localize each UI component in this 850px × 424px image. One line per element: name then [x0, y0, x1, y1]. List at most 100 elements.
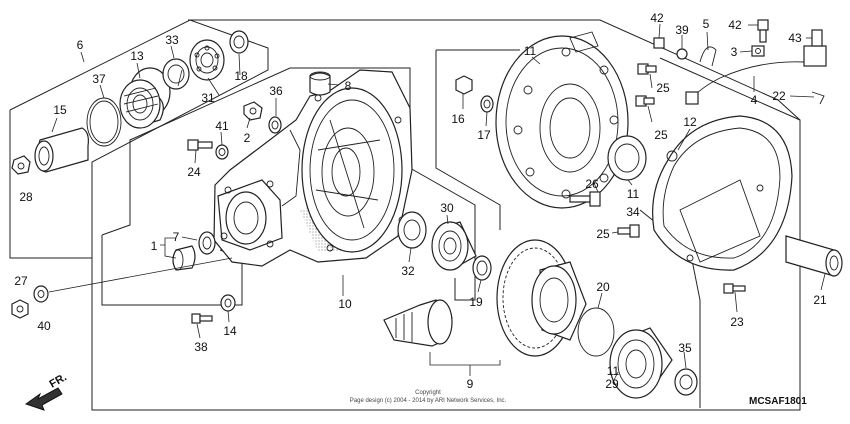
callout-22[interactable]: 22: [772, 89, 786, 103]
callout-37[interactable]: 37: [92, 72, 106, 86]
part-11-cover[interactable]: [495, 31, 629, 209]
callout-33[interactable]: 33: [165, 33, 179, 47]
callout-10[interactable]: 10: [338, 297, 352, 311]
callout-43[interactable]: 43: [788, 31, 802, 45]
callout-11-seal[interactable]: 11: [627, 187, 640, 201]
callout-6[interactable]: 6: [77, 38, 84, 52]
callout-24[interactable]: 24: [187, 165, 201, 179]
callout-5[interactable]: 5: [703, 17, 710, 31]
part-4-sensor-wire[interactable]: [685, 61, 805, 105]
part-1-needle-bearing[interactable]: [172, 245, 196, 271]
part-19-shim[interactable]: [472, 255, 492, 281]
callout-11-cover[interactable]: 11: [524, 44, 537, 58]
part-7-seal[interactable]: [198, 231, 216, 255]
part-28-nut[interactable]: [11, 155, 31, 175]
callout-19[interactable]: 19: [469, 295, 483, 309]
part-42-bolt-a[interactable]: [653, 37, 665, 49]
part-15-sleeve[interactable]: [34, 127, 89, 173]
callout-39[interactable]: 39: [675, 23, 689, 37]
callout-26[interactable]: 26: [585, 177, 599, 191]
part-29-bearing[interactable]: [609, 327, 673, 399]
part-42-bolt-b[interactable]: [757, 19, 769, 43]
part-36-washer[interactable]: [268, 116, 282, 134]
part-2-plug[interactable]: [243, 101, 263, 121]
part-22-clip[interactable]: [811, 91, 825, 105]
part-25-bolt-a[interactable]: [637, 63, 657, 75]
callout-12[interactable]: 12: [683, 115, 697, 129]
callout-42-a[interactable]: 42: [650, 11, 664, 25]
part-18-seal[interactable]: [229, 30, 249, 54]
part-25-bolt-c[interactable]: [617, 224, 640, 238]
part-21-collar[interactable]: [785, 235, 843, 277]
part-31-bearing[interactable]: [189, 39, 225, 81]
front-direction-arrow: FR.: [24, 371, 69, 411]
copyright-line-1: Copyright: [415, 390, 441, 396]
part-16-bolt[interactable]: [455, 75, 473, 95]
callout-21[interactable]: 21: [813, 293, 827, 307]
callout-8[interactable]: 8: [345, 79, 352, 93]
callout-25-a[interactable]: 25: [656, 81, 670, 95]
callout-40[interactable]: 40: [37, 319, 51, 333]
part-8-breather-cap[interactable]: [309, 71, 331, 96]
copyright-line-2: Page design (c) 2004 - 2014 by ARI Netwo…: [350, 398, 507, 404]
callout-34[interactable]: 34: [626, 205, 640, 219]
part-9-pinion-gear[interactable]: [383, 299, 453, 347]
part-41-washer[interactable]: [215, 144, 229, 160]
callout-1[interactable]: 1: [151, 239, 158, 253]
callout-2[interactable]: 2: [244, 131, 251, 145]
callout-23[interactable]: 23: [730, 315, 744, 329]
callout-labels: 1 2 3 4 5 6 7 8 9 10 11 11 11 12 13 14 1…: [14, 11, 827, 391]
callout-18[interactable]: 18: [234, 69, 248, 83]
part-9-ring-gear[interactable]: [496, 239, 587, 357]
callout-16[interactable]: 16: [451, 112, 465, 126]
part-12-guard[interactable]: [652, 115, 793, 271]
callout-11-bearing[interactable]: 11: [607, 364, 620, 378]
part-17-washer[interactable]: [480, 95, 494, 113]
callout-42-b[interactable]: 42: [728, 18, 742, 32]
part-37-o-ring[interactable]: [86, 97, 122, 147]
part-38-bolt[interactable]: [191, 313, 213, 324]
callout-35[interactable]: 35: [678, 341, 692, 355]
callout-28[interactable]: 28: [19, 190, 33, 204]
part-27-nut[interactable]: [11, 299, 29, 319]
callout-9[interactable]: 9: [467, 377, 474, 391]
callout-38[interactable]: 38: [194, 340, 208, 354]
gear-case-housing: [213, 69, 413, 267]
callout-14[interactable]: 14: [223, 324, 237, 338]
callout-36[interactable]: 36: [269, 84, 283, 98]
part-25-bolt-b[interactable]: [635, 95, 655, 107]
part-35-seal[interactable]: [674, 368, 698, 396]
part-30-bearing[interactable]: [431, 221, 477, 271]
diagram-code: MCSAF1801: [749, 396, 807, 407]
part-20-snap-ring[interactable]: [577, 307, 615, 357]
callout-25-b[interactable]: 25: [654, 128, 668, 142]
part-40-washer[interactable]: [33, 285, 49, 303]
part-23-bolt[interactable]: [723, 283, 746, 294]
callout-7[interactable]: 7: [173, 230, 180, 244]
callout-4[interactable]: 4: [751, 93, 758, 107]
part-32-bearing[interactable]: [397, 211, 427, 249]
part-14-washer[interactable]: [220, 294, 236, 312]
callout-32[interactable]: 32: [401, 264, 415, 278]
leader-lines: [48, 23, 826, 381]
part-11-seal[interactable]: [607, 135, 647, 181]
callout-30[interactable]: 30: [440, 201, 454, 215]
callout-41[interactable]: 41: [215, 119, 229, 133]
part-34-bolt[interactable]: [569, 191, 601, 207]
callout-25-c[interactable]: 25: [596, 227, 610, 241]
callout-31[interactable]: 31: [201, 91, 215, 105]
part-24-bolt[interactable]: [187, 139, 213, 151]
part-13-damper[interactable]: [119, 67, 171, 129]
part-39-grommet[interactable]: [676, 48, 688, 60]
part-3-clamp[interactable]: [751, 45, 765, 57]
callout-15[interactable]: 15: [53, 103, 67, 117]
callout-29[interactable]: 29: [605, 377, 619, 391]
callout-27[interactable]: 27: [14, 274, 28, 288]
callout-17[interactable]: 17: [477, 128, 491, 142]
part-43-speed-sensor[interactable]: [803, 29, 827, 67]
part-33-ring[interactable]: [162, 58, 190, 90]
callout-20[interactable]: 20: [596, 280, 610, 294]
callout-13[interactable]: 13: [130, 49, 144, 63]
callout-3[interactable]: 3: [731, 45, 738, 59]
